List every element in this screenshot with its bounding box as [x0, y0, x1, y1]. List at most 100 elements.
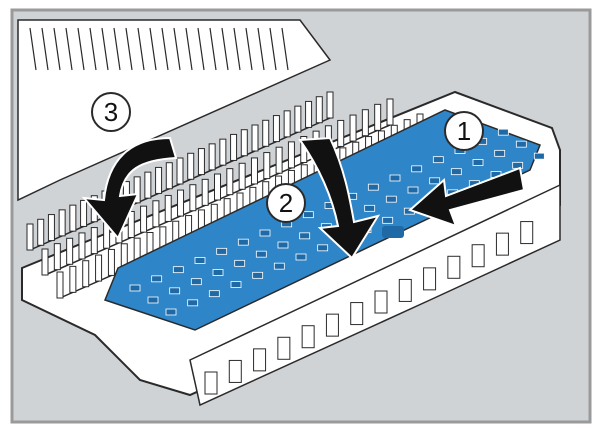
front-slot — [350, 302, 364, 326]
tine — [238, 162, 246, 190]
tine — [187, 152, 195, 180]
callout-2-number: 2 — [279, 188, 293, 218]
insert-slot — [533, 152, 545, 160]
back-tine — [269, 27, 277, 71]
insert-slot — [411, 165, 423, 173]
figure-frame — [10, 8, 592, 424]
insert-slot — [208, 290, 220, 298]
back-tine — [149, 27, 157, 71]
tine — [26, 223, 34, 251]
front-slot — [277, 336, 291, 360]
callout-1: 1 — [444, 111, 484, 151]
back-tine — [197, 27, 205, 71]
front-slot — [325, 313, 339, 337]
back-tine — [101, 27, 109, 71]
back-tine — [245, 27, 253, 71]
back-tine — [77, 27, 85, 71]
step-2-arrow — [298, 136, 381, 260]
insert-slot — [407, 186, 419, 194]
tine — [326, 91, 334, 119]
insert-slot — [169, 287, 181, 295]
insert-slot — [295, 253, 307, 261]
front-slot — [423, 267, 437, 291]
back-tine — [137, 27, 145, 71]
tine — [176, 157, 184, 185]
tine — [90, 227, 98, 255]
insert-slot — [317, 244, 329, 252]
tine — [164, 194, 172, 222]
insert-slot — [151, 275, 163, 283]
back-tine — [281, 27, 289, 71]
insert-slot — [216, 247, 228, 255]
insert-slot — [147, 296, 159, 304]
insert-slot — [432, 156, 444, 164]
back-tine — [41, 27, 49, 71]
callout-2: 2 — [266, 183, 306, 223]
tine — [386, 98, 394, 126]
front-slot — [228, 359, 242, 383]
tine — [66, 237, 74, 265]
insert-slot — [255, 250, 267, 258]
tine — [294, 105, 302, 133]
insert-slot — [237, 238, 249, 246]
tine — [283, 110, 291, 138]
insert-slot — [129, 284, 141, 292]
tine — [58, 209, 66, 237]
front-wall-slots — [204, 221, 534, 395]
front-slot — [253, 348, 267, 372]
insert-slot — [389, 174, 401, 182]
insert-slot — [190, 278, 202, 286]
tine — [37, 218, 45, 246]
step-1-arrow — [408, 166, 526, 228]
insert-slot — [259, 229, 271, 237]
front-slot — [495, 232, 509, 256]
back-tine — [53, 27, 61, 71]
tine — [250, 157, 258, 185]
tine — [56, 271, 64, 299]
back-tine — [257, 27, 265, 71]
tine — [127, 211, 135, 238]
tine — [197, 148, 205, 176]
tine — [275, 146, 283, 174]
insert-slot — [367, 183, 379, 191]
insert-slot — [494, 149, 506, 157]
tine — [80, 199, 88, 227]
back-tine — [173, 27, 181, 71]
insert-slot — [187, 299, 199, 307]
insert-slot — [234, 259, 246, 267]
tine — [349, 114, 357, 142]
front-slot — [204, 371, 218, 395]
tine — [305, 100, 313, 128]
tine — [226, 168, 234, 196]
front-slot — [447, 255, 461, 279]
tine — [219, 138, 227, 166]
insert-slot — [497, 128, 509, 136]
insert-slot — [302, 211, 314, 219]
back-tine — [209, 27, 217, 71]
back-tine — [161, 27, 169, 71]
insert-slot — [230, 281, 242, 288]
insert-slot — [472, 159, 484, 166]
tine — [41, 248, 49, 276]
tine — [177, 189, 185, 217]
tine — [315, 96, 323, 124]
insert-slot — [364, 204, 376, 212]
tine — [140, 205, 148, 233]
tine — [214, 173, 221, 201]
back-tine — [29, 27, 37, 71]
tine — [152, 200, 160, 228]
tine — [262, 119, 270, 147]
insert-slot — [277, 241, 289, 249]
insert-slot — [172, 266, 184, 274]
tine — [78, 232, 86, 260]
insert-slot — [515, 140, 527, 148]
tine — [230, 133, 238, 161]
tine — [155, 166, 163, 194]
callout-1-number: 1 — [457, 116, 471, 146]
tine — [133, 176, 141, 204]
tine — [144, 171, 152, 199]
insert-slot — [299, 232, 311, 240]
back-tine — [125, 27, 133, 71]
tine — [287, 141, 295, 169]
back-tine — [221, 27, 229, 71]
